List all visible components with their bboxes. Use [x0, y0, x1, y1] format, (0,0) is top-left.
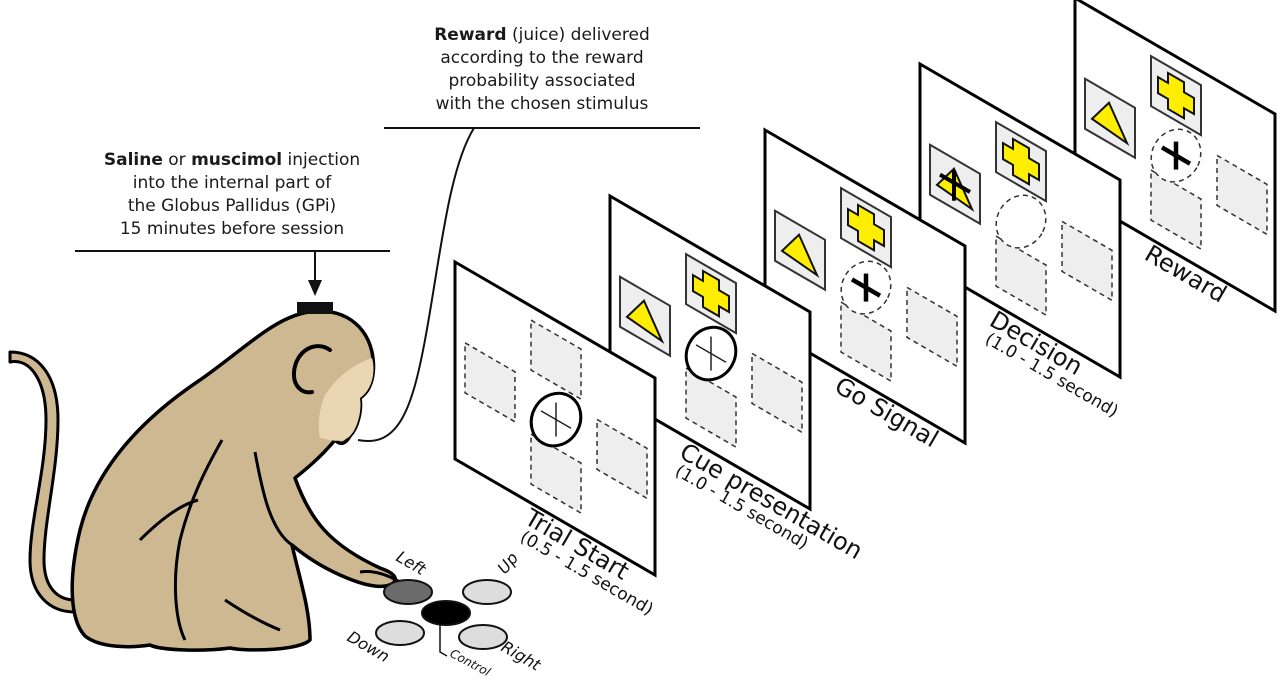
reward-note-line: according to the reward [440, 48, 643, 68]
bold-text: Saline [104, 150, 163, 170]
text: injection [282, 150, 360, 170]
monkey-foot-contour [224, 598, 281, 632]
go-cross-horizontal [1160, 145, 1192, 166]
cross-icon [1157, 71, 1195, 120]
cross-icon [1002, 137, 1040, 186]
fixation-ring-dashed [995, 194, 1047, 249]
phase-panel-go-signal: Go Signal [763, 127, 967, 453]
triangle-icon [1090, 101, 1130, 147]
text: 15 minutes before session [120, 219, 344, 239]
phase-panel-trial-start: Trial Start(0.5 - 1.5 second) [453, 259, 657, 620]
empty-slot-down [995, 234, 1047, 317]
text: with the chosen stimulus [436, 94, 649, 114]
up-button-label: Up [494, 549, 523, 578]
empty-slot-down [840, 300, 892, 383]
monkey-arm-contour [173, 439, 224, 641]
reward-note-line: Reward (juice) delivered [434, 25, 650, 45]
monkey-finger [359, 570, 401, 584]
monkey-body [70, 309, 397, 652]
cross-icon [692, 269, 730, 318]
empty-slot-left [464, 341, 516, 424]
monkey-face [318, 358, 374, 441]
left-button-label: Left [393, 547, 430, 579]
control-leader-line [439, 625, 448, 657]
monkey-illustration [8, 302, 401, 652]
bold-text: muscimol [191, 150, 282, 170]
reward-note-line: with the chosen stimulus [436, 94, 649, 114]
injection-note-line: Saline or muscimol injection [104, 150, 360, 170]
text: probability associated [448, 71, 635, 91]
empty-slot-down [1150, 168, 1202, 251]
down-button[interactable] [375, 620, 425, 646]
reward-note: Reward (juice) delivered according to th… [384, 25, 700, 129]
monkey-ear [291, 344, 332, 395]
triangle-icon [625, 299, 665, 345]
fixation-cross-horizontal [695, 344, 727, 363]
reward-note-line: probability associated [448, 71, 635, 91]
monkey-leg-contour [138, 498, 199, 542]
stimulus-up [1150, 54, 1202, 137]
stimulus-left [929, 143, 981, 226]
empty-slot-down [685, 366, 737, 449]
injection-note-line: 15 minutes before session [120, 219, 344, 239]
right-button[interactable] [458, 624, 508, 650]
head-implant [297, 302, 333, 314]
right-button-label: Right [498, 637, 545, 675]
text: according to the reward [440, 48, 643, 68]
choice-mark-horizontal [938, 172, 972, 194]
empty-slot-right [906, 286, 958, 368]
empty-slot-right [1061, 220, 1113, 302]
up-button[interactable] [462, 579, 512, 605]
monkey-shoulder-contour [253, 451, 293, 547]
control-button[interactable] [421, 600, 471, 626]
triangle-icon [780, 233, 820, 279]
cross-icon [847, 203, 885, 252]
monkey-tail [8, 350, 77, 614]
stimulus-up [685, 252, 737, 335]
text: into the internal part of [133, 173, 333, 193]
phase-panel-decision: Decision(1.0 - 1.5 second) [918, 61, 1122, 422]
bold-text: Reward [434, 25, 506, 45]
empty-slot-right [751, 352, 803, 434]
stimulus-up [995, 120, 1047, 203]
empty-slot-down [530, 432, 582, 515]
left-button[interactable] [383, 579, 433, 605]
injection-note-line: into the internal part of [133, 173, 333, 193]
stimulus-up [840, 186, 892, 269]
stimulus-left [774, 209, 826, 292]
text: or [163, 150, 191, 170]
injection-note-line: the Globus Pallidus (GPi) [128, 196, 336, 216]
stimulus-left [1084, 77, 1136, 160]
injection-note: Saline or muscimol injection into the in… [75, 150, 390, 252]
text: (juice) delivered [507, 25, 650, 45]
empty-slot-right [596, 418, 648, 500]
control-button-label: Control [448, 646, 494, 679]
go-cross-horizontal [850, 277, 882, 298]
fixation-cross-horizontal [540, 410, 572, 429]
empty-slot-up [530, 318, 582, 401]
text: the Globus Pallidus (GPi) [128, 196, 336, 216]
stimulus-left [619, 275, 671, 358]
juice-tube [357, 127, 475, 443]
empty-slot-right [1216, 154, 1268, 236]
arrow-down-icon [308, 251, 322, 296]
